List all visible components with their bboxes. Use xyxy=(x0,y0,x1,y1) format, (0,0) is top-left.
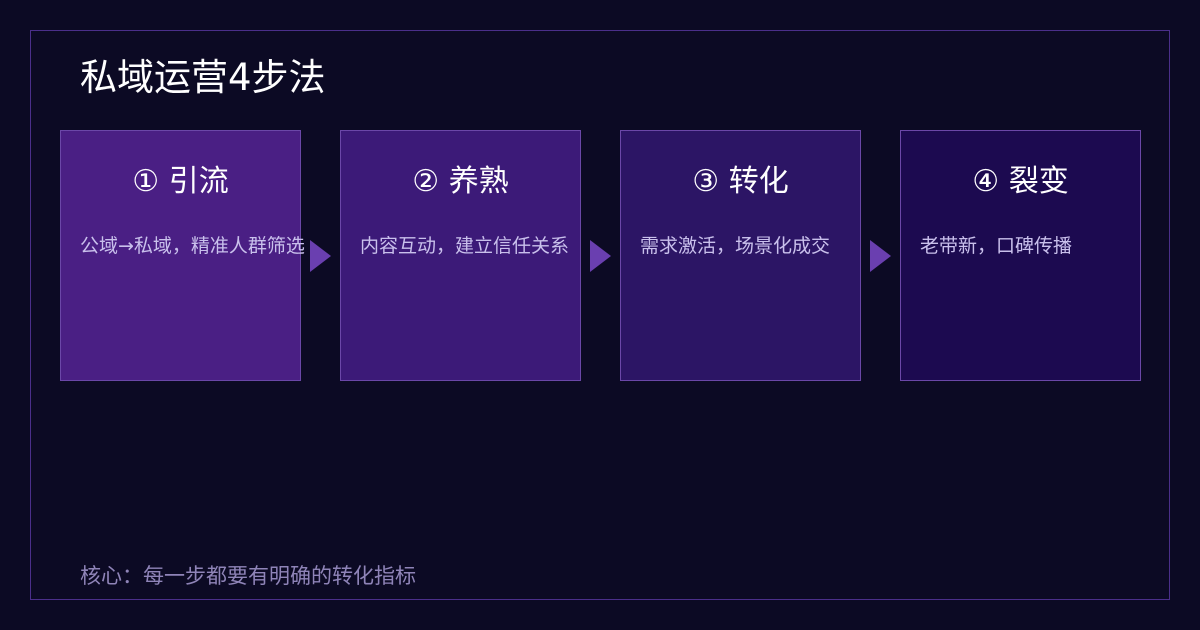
arrow-right-icon xyxy=(590,240,611,272)
step-card-1 xyxy=(60,130,301,381)
step-title-2: ② 养熟 xyxy=(412,164,509,199)
arrow-right-icon xyxy=(870,240,891,272)
step-desc-1: 公域→私域，精准人群筛选 xyxy=(80,235,305,257)
step-card-2 xyxy=(340,130,581,381)
step-card-3 xyxy=(620,130,861,381)
step-card-4 xyxy=(900,130,1141,381)
footer-note: 核心：每一步都要有明确的转化指标 xyxy=(80,564,416,588)
step-title-1: ① 引流 xyxy=(132,164,229,199)
step-title-3: ③ 转化 xyxy=(692,164,789,199)
page-title: 私域运营4步法 xyxy=(80,56,326,99)
step-desc-3: 需求激活，场景化成交 xyxy=(640,235,831,257)
arrow-right-icon xyxy=(310,240,331,272)
step-title-4: ④ 裂变 xyxy=(972,164,1069,199)
step-desc-4: 老带新，口碑传播 xyxy=(920,235,1073,257)
step-desc-2: 内容互动，建立信任关系 xyxy=(360,235,570,257)
slide-frame xyxy=(30,30,1170,600)
